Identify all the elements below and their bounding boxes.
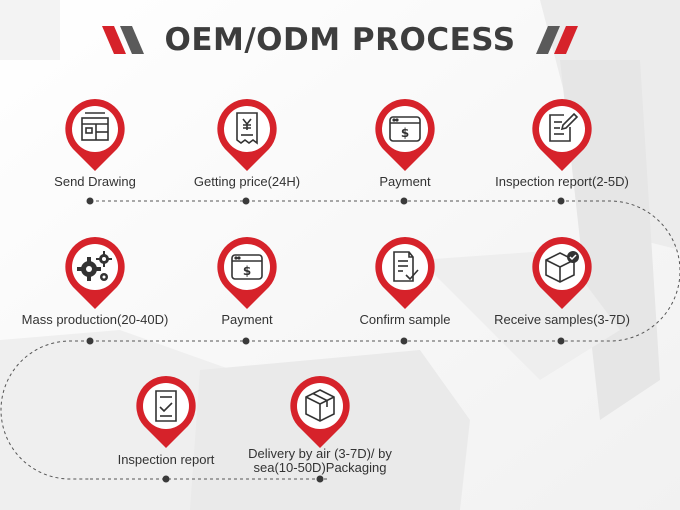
inspection-icon: [136, 376, 196, 448]
confirm-document-icon: [375, 237, 435, 309]
step-label: Payment: [379, 174, 431, 189]
step-label: Getting price(24H): [193, 174, 301, 189]
step-label-line-1: Delivery by air (3-7D)/ by: [248, 446, 392, 461]
step-label: Send Drawing: [54, 174, 136, 189]
step-label: Inspection report: [117, 452, 215, 467]
step-label: Payment: [221, 312, 273, 327]
gears-icon: [65, 237, 125, 309]
package-delivery-icon: [290, 376, 350, 448]
page-title: OEM/ODM PROCESS: [164, 22, 516, 58]
payment-icon: $: [217, 237, 277, 309]
step-label: Mass production(20-40D): [21, 312, 169, 327]
report-edit-icon: [532, 99, 592, 171]
blueprint-icon: [65, 99, 125, 171]
step-label: Confirm sample: [359, 312, 451, 327]
svg-text:$: $: [401, 126, 409, 140]
payment-icon: $: [375, 99, 435, 171]
right-slash-decoration-icon: [535, 26, 578, 54]
step-label: Receive samples(3-7D): [494, 312, 630, 327]
price-quote-icon: [217, 99, 277, 171]
step-label-line-2: sea(10-50D)Packaging: [253, 460, 387, 475]
title-bar: OEM/ODM PROCESS: [0, 14, 680, 66]
left-slash-decoration-icon: [102, 26, 145, 54]
package-check-icon: [532, 237, 592, 309]
step-label: Inspection report(2-5D): [495, 174, 629, 189]
svg-text:$: $: [243, 264, 251, 278]
